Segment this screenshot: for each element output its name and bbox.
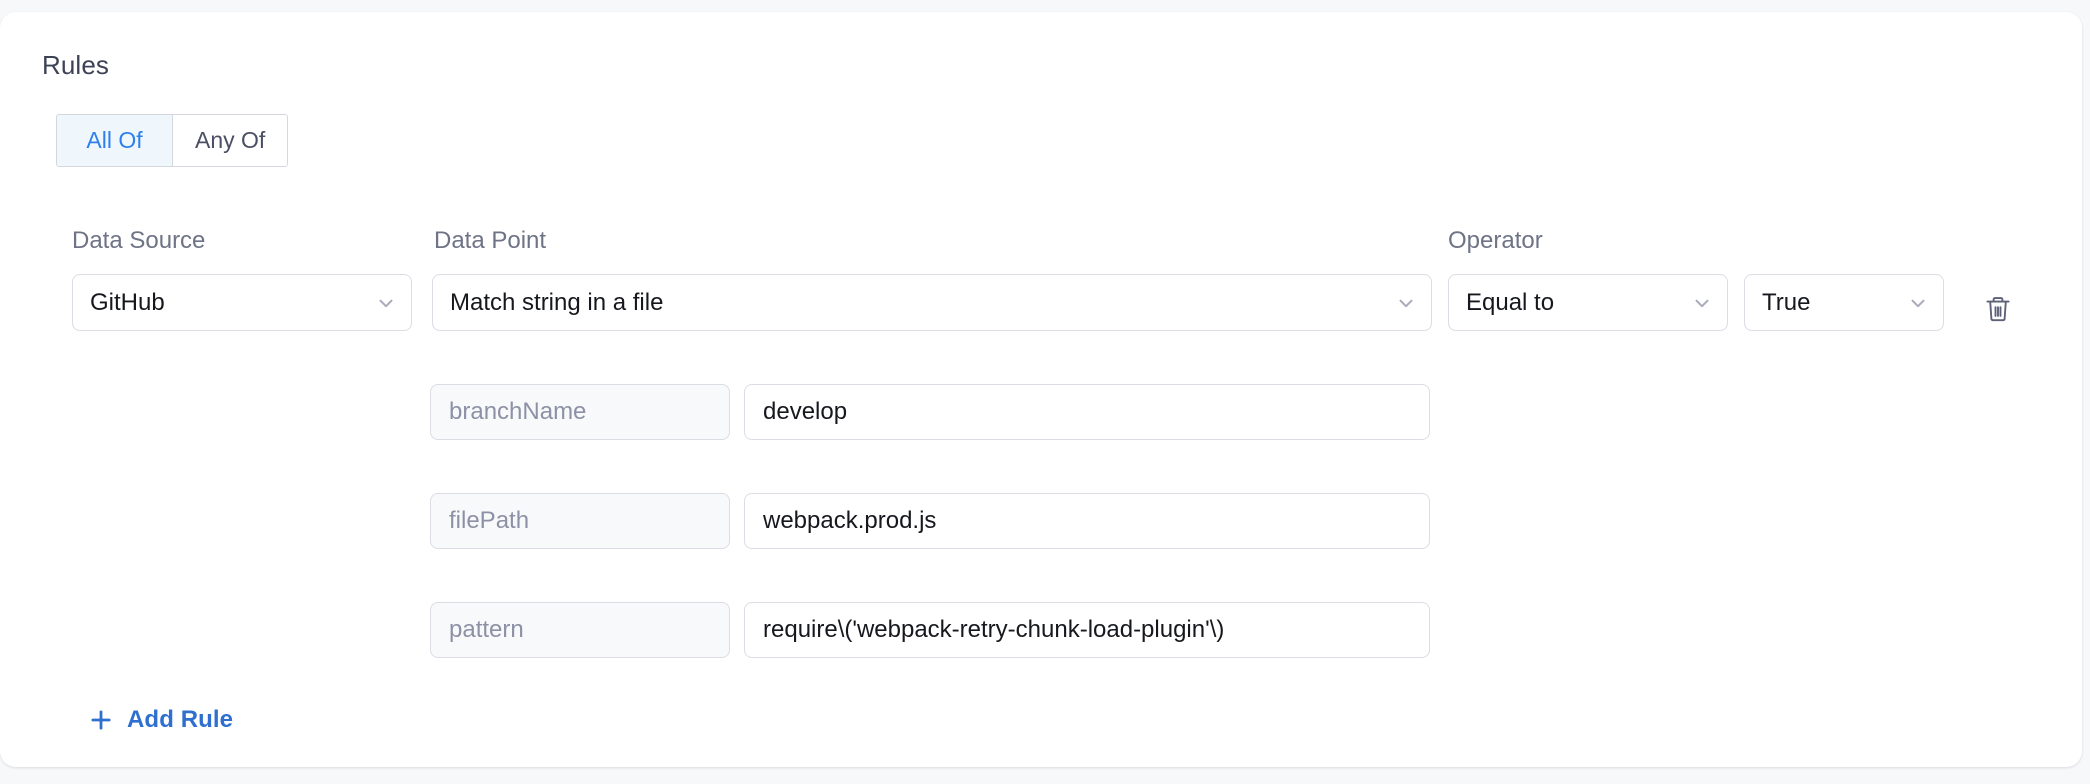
data-point-select[interactable]: Match string in a file xyxy=(432,274,1432,331)
page-title: Rules xyxy=(42,50,109,80)
trash-icon xyxy=(1983,294,2013,327)
parameter-value-filepath[interactable]: webpack.prod.js xyxy=(744,493,1430,549)
parameter-value-pattern[interactable]: require\('webpack-retry-chunk-load-plugi… xyxy=(744,602,1430,658)
delete-rule-button[interactable] xyxy=(1978,290,2018,330)
parameter-key-filepath: filePath xyxy=(430,493,730,549)
label-data-source: Data Source xyxy=(72,227,206,254)
match-type-toggle-group[interactable]: All Of Any Of xyxy=(56,114,289,167)
operator-select[interactable]: Equal to xyxy=(1448,274,1728,331)
toggle-all-of[interactable]: All Of xyxy=(57,115,172,166)
plus-icon xyxy=(88,707,114,733)
rules-card: Rules All Of Any Of Data Source Data Poi… xyxy=(0,12,2082,767)
chevron-down-icon xyxy=(1691,292,1713,314)
add-rule-label: Add Rule xyxy=(127,706,234,733)
operator-value-select[interactable]: True xyxy=(1744,274,1944,331)
chevron-down-icon xyxy=(1395,292,1417,314)
operator-value: Equal to xyxy=(1466,288,1555,316)
chevron-down-icon xyxy=(375,292,397,314)
parameter-key-branchname: branchName xyxy=(430,384,730,440)
data-source-value: GitHub xyxy=(90,288,165,316)
label-data-point: Data Point xyxy=(434,227,547,254)
chevron-down-icon xyxy=(1907,292,1929,314)
parameter-key-pattern: pattern xyxy=(430,602,730,658)
parameter-row: branchName develop xyxy=(430,384,1430,440)
parameter-row: filePath webpack.prod.js xyxy=(430,493,1430,549)
operator-value-text: True xyxy=(1762,288,1811,316)
add-rule-button[interactable]: Add Rule xyxy=(88,706,233,734)
parameter-row: pattern require\('webpack-retry-chunk-lo… xyxy=(430,602,1430,658)
data-source-select[interactable]: GitHub xyxy=(72,274,412,331)
data-point-value: Match string in a file xyxy=(450,288,664,316)
toggle-any-of[interactable]: Any Of xyxy=(172,115,288,166)
parameter-value-branchname[interactable]: develop xyxy=(744,384,1430,440)
label-operator: Operator xyxy=(1448,227,1543,254)
